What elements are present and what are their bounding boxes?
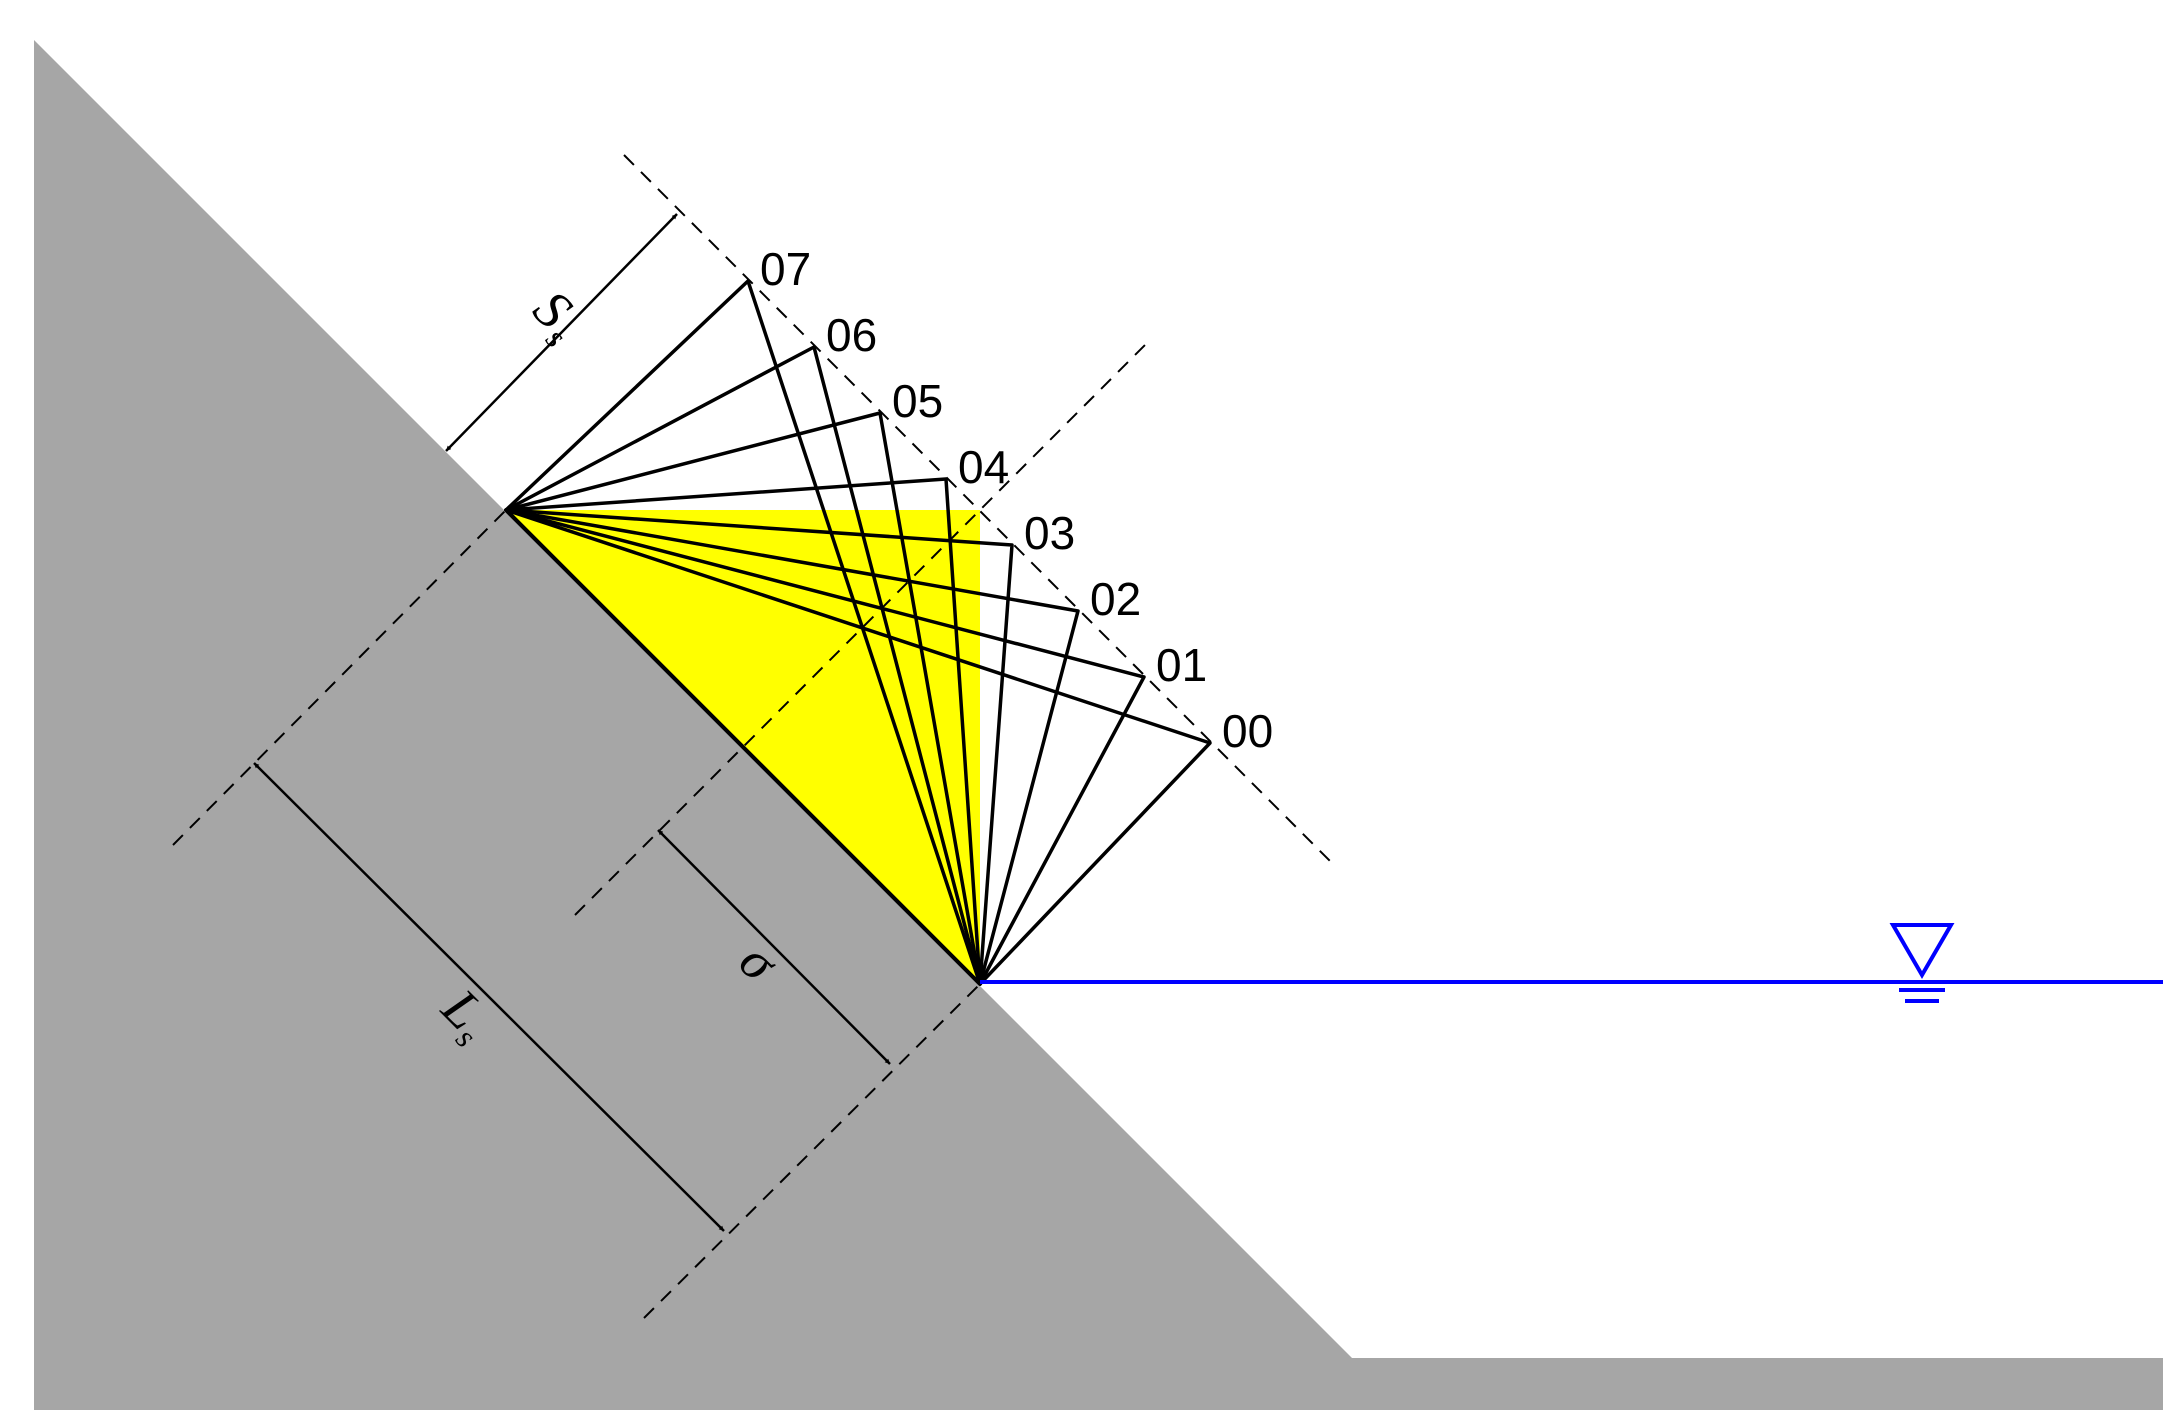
upper-perpendicular-line — [172, 509, 507, 846]
position-labels: 00 01 02 03 04 05 06 07 — [760, 243, 1273, 757]
position-label-00: 00 — [1222, 705, 1273, 757]
dimension-arrows — [253, 213, 891, 1232]
position-label-04: 04 — [958, 441, 1009, 493]
dashed-guides — [172, 154, 1331, 1319]
ls-dimension-arrow — [253, 762, 725, 1232]
middle-guide-line — [574, 343, 1147, 916]
ss-label: S s — [522, 279, 584, 355]
position-label-05: 05 — [892, 375, 943, 427]
slope-ground — [34, 40, 2163, 1410]
water-level-icon — [1889, 923, 1955, 1003]
position-label-01: 01 — [1156, 639, 1207, 691]
position-label-06: 06 — [826, 309, 877, 361]
position-label-02: 02 — [1090, 573, 1141, 625]
position-label-03: 03 — [1024, 507, 1075, 559]
lower-perpendicular-line — [643, 983, 981, 1319]
sigma-dimension-arrow — [657, 829, 891, 1065]
ss-dimension-arrow — [445, 213, 678, 452]
position-label-07: 07 — [760, 243, 811, 295]
